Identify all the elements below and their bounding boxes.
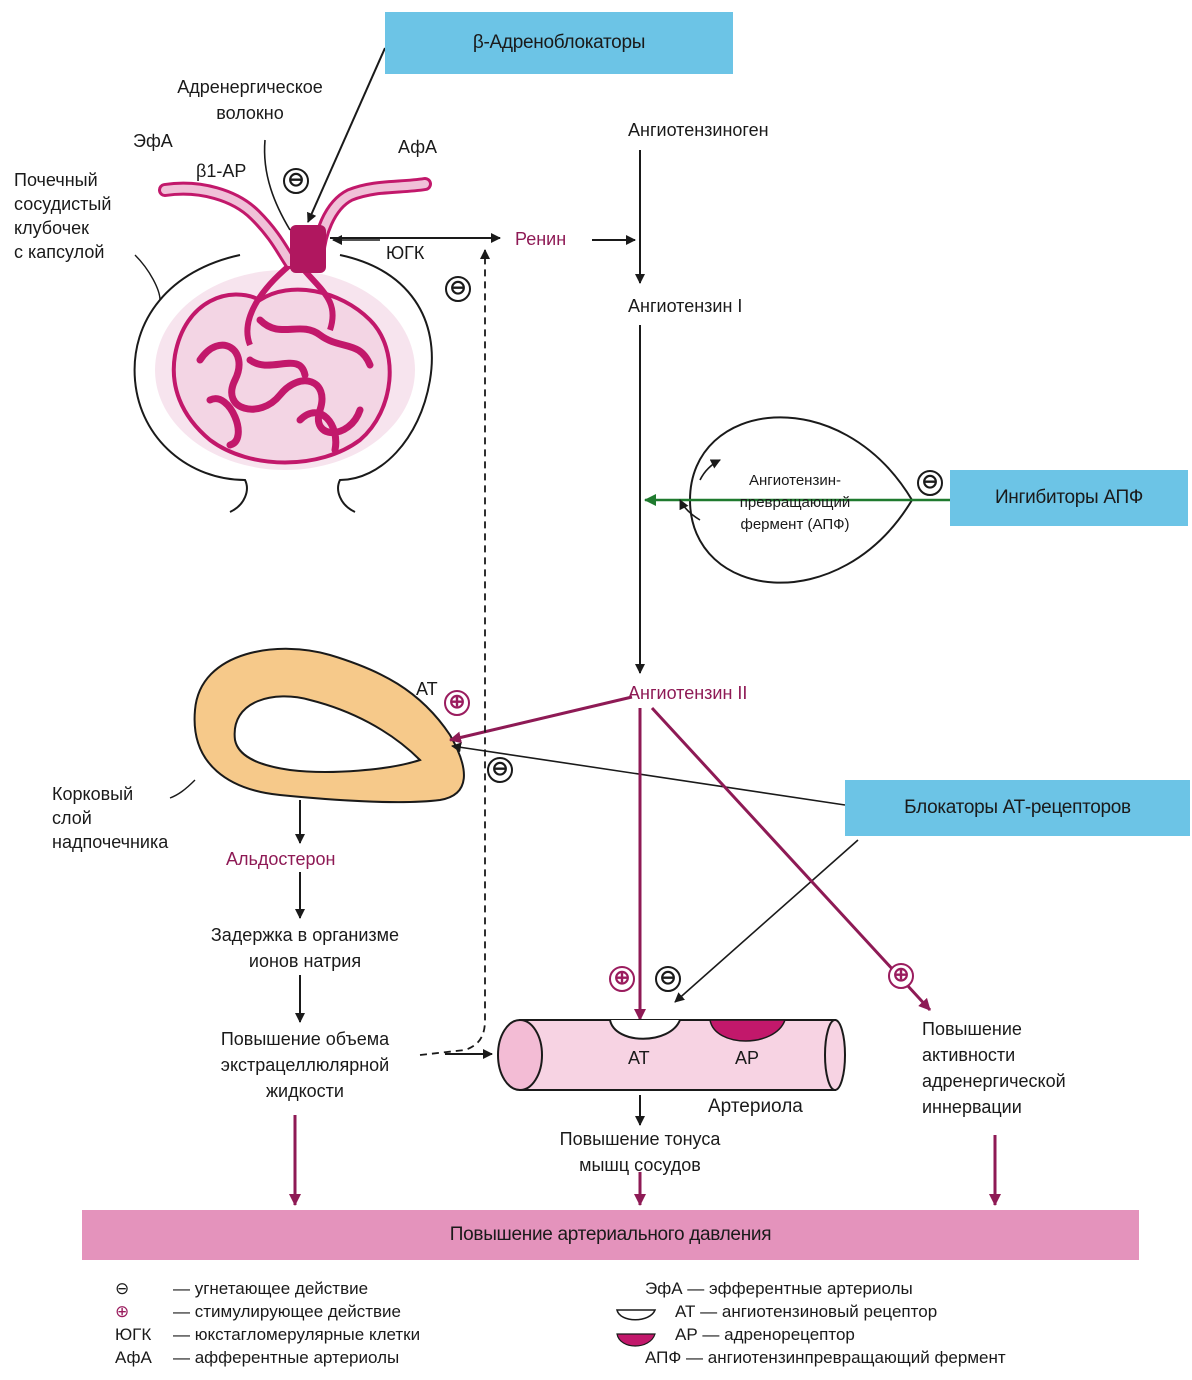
angiotensinogen-label: Ангиотензиноген	[628, 117, 769, 143]
efa-label: ЭфА	[133, 128, 173, 154]
arteriole-stimulate-symbol: ⊕	[609, 966, 635, 992]
glomerulus-drawing	[135, 140, 432, 512]
angiotensin2-label: Ангиотензин II	[628, 680, 747, 706]
arteriole-at-label: АТ	[628, 1045, 650, 1071]
at-blocker-arteriole-arrow	[675, 840, 858, 1002]
renin-label: Ренин	[515, 226, 566, 252]
legend-item: АР — адренорецептор	[645, 1323, 1006, 1346]
aldosterone-label: Альдостерон	[226, 846, 335, 872]
adrenergic-stimulate-symbol: ⊕	[888, 963, 914, 989]
legend-item: АТ — ангиотензиновый рецептор	[645, 1300, 1006, 1323]
feedback-inhibit-symbol: ⊖	[445, 276, 471, 302]
arteriole-ar-label: АР	[735, 1045, 759, 1071]
beta-inhibit-symbol: ⊖	[283, 168, 309, 194]
arteriole-label: Артериола	[708, 1094, 803, 1120]
adrenal-at-label: АТ	[416, 676, 438, 702]
beta-blockers-box: β-Адреноблокаторы	[385, 12, 733, 74]
legend-item: ЭфА — эфферентные артериолы	[645, 1277, 1006, 1300]
legend-item: ЮГК— юкстагломерулярные клетки	[115, 1323, 420, 1346]
legend-left: ⊖— угнетающее действие ⊕— стимулирующее …	[115, 1277, 420, 1369]
legend-item: АфА— афферентные артериолы	[115, 1346, 420, 1369]
legend-item: АПФ — ангиотензинпревращающий фермент	[645, 1346, 1006, 1369]
ang2-adrenal-arrow	[450, 697, 632, 740]
angiotensin1-label: Ангиотензин I	[628, 293, 742, 319]
legend-right: ЭфА — эфферентные артериолы АТ — ангиоте…	[645, 1277, 1006, 1369]
ang2-adrenergic-arrow	[652, 708, 930, 1010]
ace-inhibitors-box: Ингибиторы АПФ	[950, 470, 1188, 526]
arteriole-drawing	[498, 1020, 845, 1090]
legend-item: ⊖— угнетающее действие	[115, 1277, 420, 1300]
jgk-label: ЮГК	[386, 240, 424, 266]
at-blockers-box: Блокаторы АТ-рецепторов	[845, 780, 1190, 836]
arteriole-inhibit-symbol: ⊖	[655, 966, 681, 992]
beta1-ar-label: β1-АР	[196, 158, 246, 184]
adrenal-inhibit-symbol: ⊖	[487, 757, 513, 783]
bp-increase-box: Повышение артериального давления	[82, 1210, 1139, 1260]
afa-label: АфА	[398, 134, 437, 160]
legend-item: ⊕— стимулирующее действие	[115, 1300, 420, 1323]
adrenal-stimulate-symbol: ⊕	[444, 690, 470, 716]
ace-inhibit-symbol: ⊖	[917, 470, 943, 496]
